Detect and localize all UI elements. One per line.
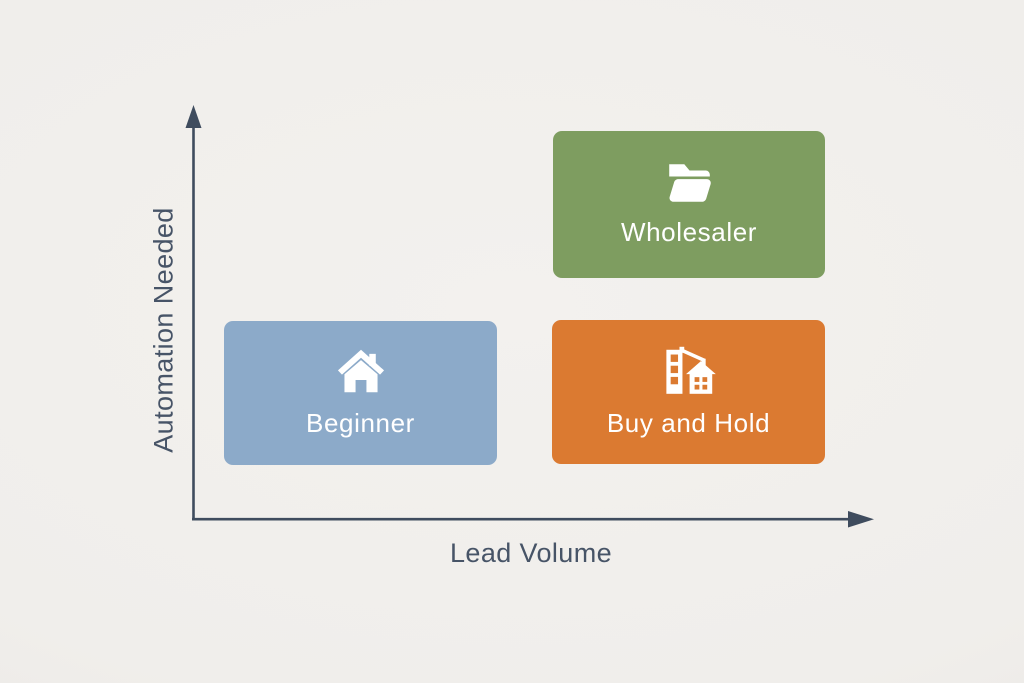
open-folder-icon: [664, 162, 714, 204]
y-axis-arrowhead: [185, 105, 202, 128]
home-icon: [335, 347, 387, 395]
y-axis-label: Automation Needed: [148, 207, 179, 453]
card-label: Wholesaler: [620, 216, 758, 247]
wholesaler-card: Wholesaler: [553, 131, 825, 278]
building-to-home-icon: [660, 345, 718, 395]
x-axis-label: Lead Volume: [449, 538, 613, 568]
buy-and-hold-card: Buy and Hold: [552, 320, 825, 464]
x-axis-arrowhead: [848, 511, 874, 528]
card-label: Beginner: [306, 408, 415, 438]
beginner-card: Beginner: [224, 321, 497, 465]
card-label: Buy and Hold: [606, 408, 771, 438]
